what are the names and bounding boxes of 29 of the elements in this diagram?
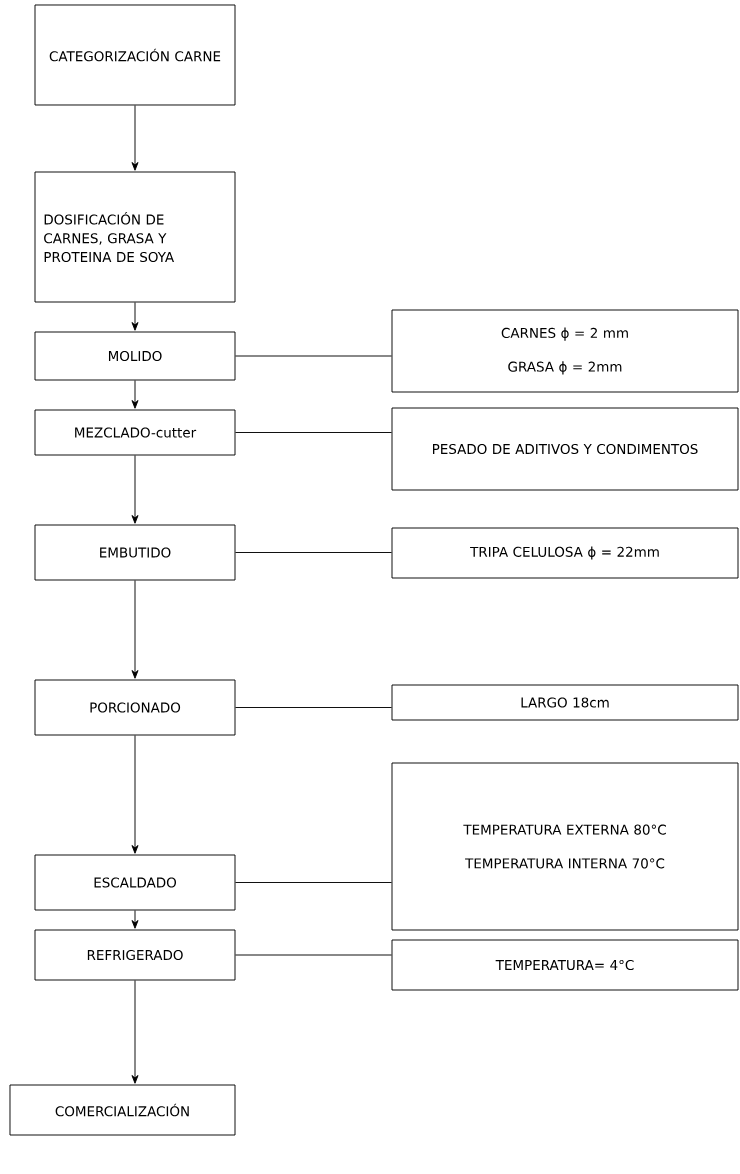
- connector-line: [235, 954, 392, 956]
- arrow: [131, 580, 139, 679]
- connector-line: [235, 355, 392, 357]
- connector-line: [235, 552, 392, 553]
- note-box: TEMPERATURA= 4°C: [391, 939, 739, 991]
- process-box: MEZCLADO-cutter: [34, 409, 236, 456]
- process-box: ESCALDADO: [34, 854, 236, 911]
- arrow: [131, 735, 139, 854]
- note-box: TEMPERATURA EXTERNA 80°C TEMPERATURA INTERNA 70°C: [391, 762, 739, 931]
- process-box: COMERCIALIZACIÓN: [9, 1084, 236, 1136]
- process-box: MOLIDO: [34, 331, 236, 381]
- process-box: PORCIONADO: [34, 679, 236, 736]
- connector-line: [235, 882, 392, 883]
- note-box: CARNES ϕ = 2 mm GRASA ϕ = 2mm: [391, 309, 739, 393]
- arrow: [131, 910, 139, 929]
- arrow: [131, 980, 139, 1084]
- connector-line: [235, 707, 392, 708]
- arrow: [131, 105, 139, 171]
- note-box: LARGO 18cm: [391, 684, 739, 721]
- arrow: [131, 302, 139, 331]
- arrow: [131, 455, 139, 524]
- arrow: [131, 380, 139, 409]
- process-box: DOSIFICACIÓN DE CARNES, GRASA Y PROTEINA DE SOYA: [34, 171, 236, 303]
- process-box: CATEGORIZACIÓN CARNE: [34, 4, 236, 106]
- process-box: EMBUTIDO: [34, 524, 236, 581]
- process-box: REFRIGERADO: [34, 929, 236, 981]
- connector-line: [235, 432, 392, 433]
- note-box: TRIPA CELULOSA ϕ = 22mm: [391, 527, 739, 579]
- note-box: PESADO DE ADITIVOS Y CONDIMENTOS: [391, 407, 739, 491]
